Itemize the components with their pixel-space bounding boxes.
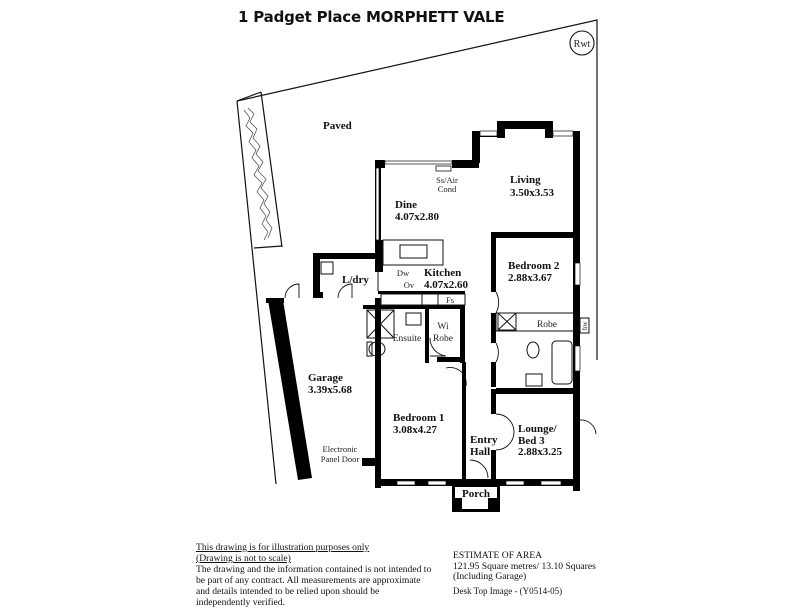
dine-label: Dine [395,199,417,211]
ensuite-label: Ensuite [393,334,422,344]
area-heading: ESTIMATE OF AREA [453,550,543,561]
garage-door-label-2: Panel Door [321,454,360,464]
garage-dims: 3.39x5.68 [308,384,353,396]
disclaimer-line-2: (Drawing is not to scale) [196,553,291,564]
rainwater-tank-label: Rwt [574,39,591,50]
dishwasher-label: Dw [397,268,410,278]
kitchen-label: Kitchen [424,267,461,279]
kitchen-dims: 4.07x2.60 [424,279,469,291]
disclaimer-line-1: This drawing is for illustration purpose… [196,542,370,553]
disclaimer-body: The drawing and the information containe… [196,564,432,608]
hot-water-label: hw [581,321,589,331]
garage-door-label: Electronic [323,444,358,454]
oven-label: Ov [404,280,415,290]
page-title: 1 Padget Place MORPHETT VALE [238,8,505,26]
entry-label: Entry [470,434,498,446]
lounge-label-2: Bed 3 [518,435,545,447]
dine-dims: 4.07x2.80 [395,211,440,223]
disclaimer: This drawing is for illustration purpose… [196,542,436,608]
garden-bed [243,107,273,241]
robe-label: Robe [537,320,557,330]
living-dims: 3.50x3.53 [510,187,555,199]
paved-label: Paved [323,120,352,132]
air-cond-unit [435,165,452,172]
wi-robe-label-2: Robe [433,334,453,344]
fixture-labels: Ss/Air Cond Dw Ov Fs hw Electronic Panel… [321,165,589,464]
bedroom2-label: Bedroom 2 [508,260,560,272]
room-labels: Living 3.50x3.53 Dine 4.07x2.80 Kitchen … [308,174,563,500]
porch-label: Porch [462,488,490,500]
living-label: Living [510,174,541,186]
laundry-label: L/dry [342,274,369,286]
bedroom1-dims: 3.08x4.27 [393,424,438,436]
windows [375,130,581,486]
lounge-dims: 2.88x3.25 [518,446,563,458]
area-value: 121.95 Square metres/ 13.10 Squares [453,560,596,572]
bedroom1-label: Bedroom 1 [393,412,444,424]
rainwater-tank: Rwt [569,30,595,56]
area-note: (Including Garage) [453,571,527,582]
site-boundary [236,19,598,485]
garage-label: Garage [308,372,343,384]
doors [284,283,597,479]
wi-robe-label: Wi [437,322,449,332]
lounge-label: Lounge/ [518,423,557,435]
air-cond-label: Ss/Air [436,175,458,185]
bedroom2-dims: 2.88x3.67 [508,272,553,284]
air-cond-label-2: Cond [438,184,457,194]
area-estimate: ESTIMATE OF AREA 121.95 Square metres/ 1… [453,550,653,596]
fridge-space-label: Fs [446,295,454,305]
interior-lines [320,239,590,387]
entry-label-2: Hall [470,446,490,458]
image-reference: Desk Top Image - (Y0514-05) [453,585,563,596]
